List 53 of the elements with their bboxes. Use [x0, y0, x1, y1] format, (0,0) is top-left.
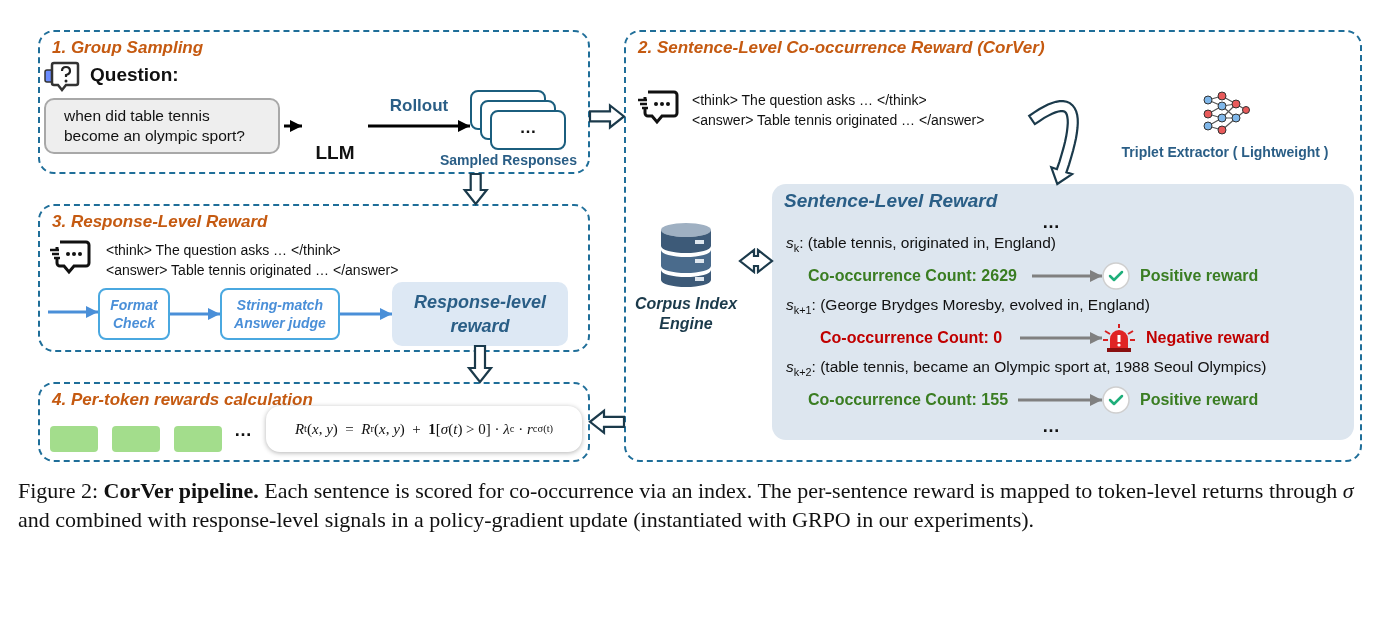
- edge-label: Rollout: [388, 96, 450, 116]
- dashed-panel: [38, 204, 590, 352]
- block-arrow: [588, 103, 626, 130]
- block-arrow: [588, 408, 626, 436]
- arrow: [170, 308, 220, 320]
- block-arrow: [466, 344, 494, 384]
- arrow: [284, 120, 302, 132]
- panel-title: 1. Group Sampling: [52, 38, 204, 58]
- reward-text: Positive reward: [1140, 390, 1259, 410]
- question-heading: Question:: [90, 64, 179, 86]
- token-block: [50, 426, 98, 452]
- ellipsis: …: [234, 420, 252, 441]
- panel-title: Sentence-Level Reward: [784, 190, 998, 212]
- process-box: Format Check: [98, 288, 170, 340]
- dashed-panel: [624, 30, 1362, 462]
- response-text: <answer> Table tennis originated … </answer>: [106, 261, 399, 280]
- ellipsis: …: [1042, 416, 1060, 437]
- engine-label: Corpus Index Engine: [633, 294, 739, 334]
- count-text: Co-occurrence Count: 155: [808, 386, 1018, 414]
- arrow: [368, 120, 470, 132]
- stack-caption: Sampled Responses: [440, 152, 577, 168]
- arrow: [1020, 332, 1102, 344]
- process-box: String-match Answer judge: [220, 288, 340, 340]
- triplet-text: s$_{k}$: (table tennis, originated in, England): [786, 234, 1056, 252]
- figure-caption: Figure 2: CorVer pipeline. Each sentence is scored for co-occurrence via an index. The per-sentence reward is mapped to token-level returns through σ and combined with response-level signals in a policy-gradient update (instantiated with GRPO in our experiments).: [18, 477, 1356, 534]
- block-arrow: [1027, 100, 1079, 186]
- dashed-panel: [38, 30, 590, 174]
- block-arrow: [462, 172, 489, 206]
- triplet-text: s$_{k+2}$: (table tennis, became an Olympic sport at, 1988 Seoul Olympics): [786, 358, 1267, 376]
- arrow: [1018, 394, 1102, 406]
- token-block: [174, 426, 222, 452]
- reward-panel: [772, 184, 1354, 440]
- response-text: <answer> Table tennis originated … </answer>: [692, 111, 985, 130]
- question-box: when did table tennis become an olympic sport?: [44, 98, 280, 154]
- dashed-panel: [38, 382, 590, 462]
- arrow: [340, 308, 392, 320]
- reward-text: Negative reward: [1146, 328, 1270, 348]
- extractor-label: Triplet Extractor ( Lightweight ): [1120, 143, 1330, 162]
- panel-title: 2. Sentence-Level Co-occurrence Reward (CorVer): [638, 38, 1045, 58]
- token-block: [112, 426, 160, 452]
- reward-text: Positive reward: [1140, 266, 1259, 286]
- block-arrow: [738, 247, 774, 275]
- arrow: [1032, 270, 1102, 282]
- response-text: <think> The question asks … </think>: [692, 91, 927, 110]
- panel-title: 3. Response-Level Reward: [52, 212, 268, 232]
- count-text: Co-occurrence Count: 0: [820, 324, 1020, 352]
- response-text: <think> The question asks … </think>: [106, 241, 341, 260]
- count-text: Co-occurrence Count: 2629: [808, 262, 1032, 290]
- triplet-text: s$_{k+1}$: (George Brydges Moresby, evolved in, England): [786, 296, 1150, 314]
- arrow: [48, 306, 98, 318]
- reward-box: Response-level reward: [392, 282, 568, 346]
- model-label: LLM: [302, 84, 368, 164]
- ellipsis: …: [1042, 212, 1060, 233]
